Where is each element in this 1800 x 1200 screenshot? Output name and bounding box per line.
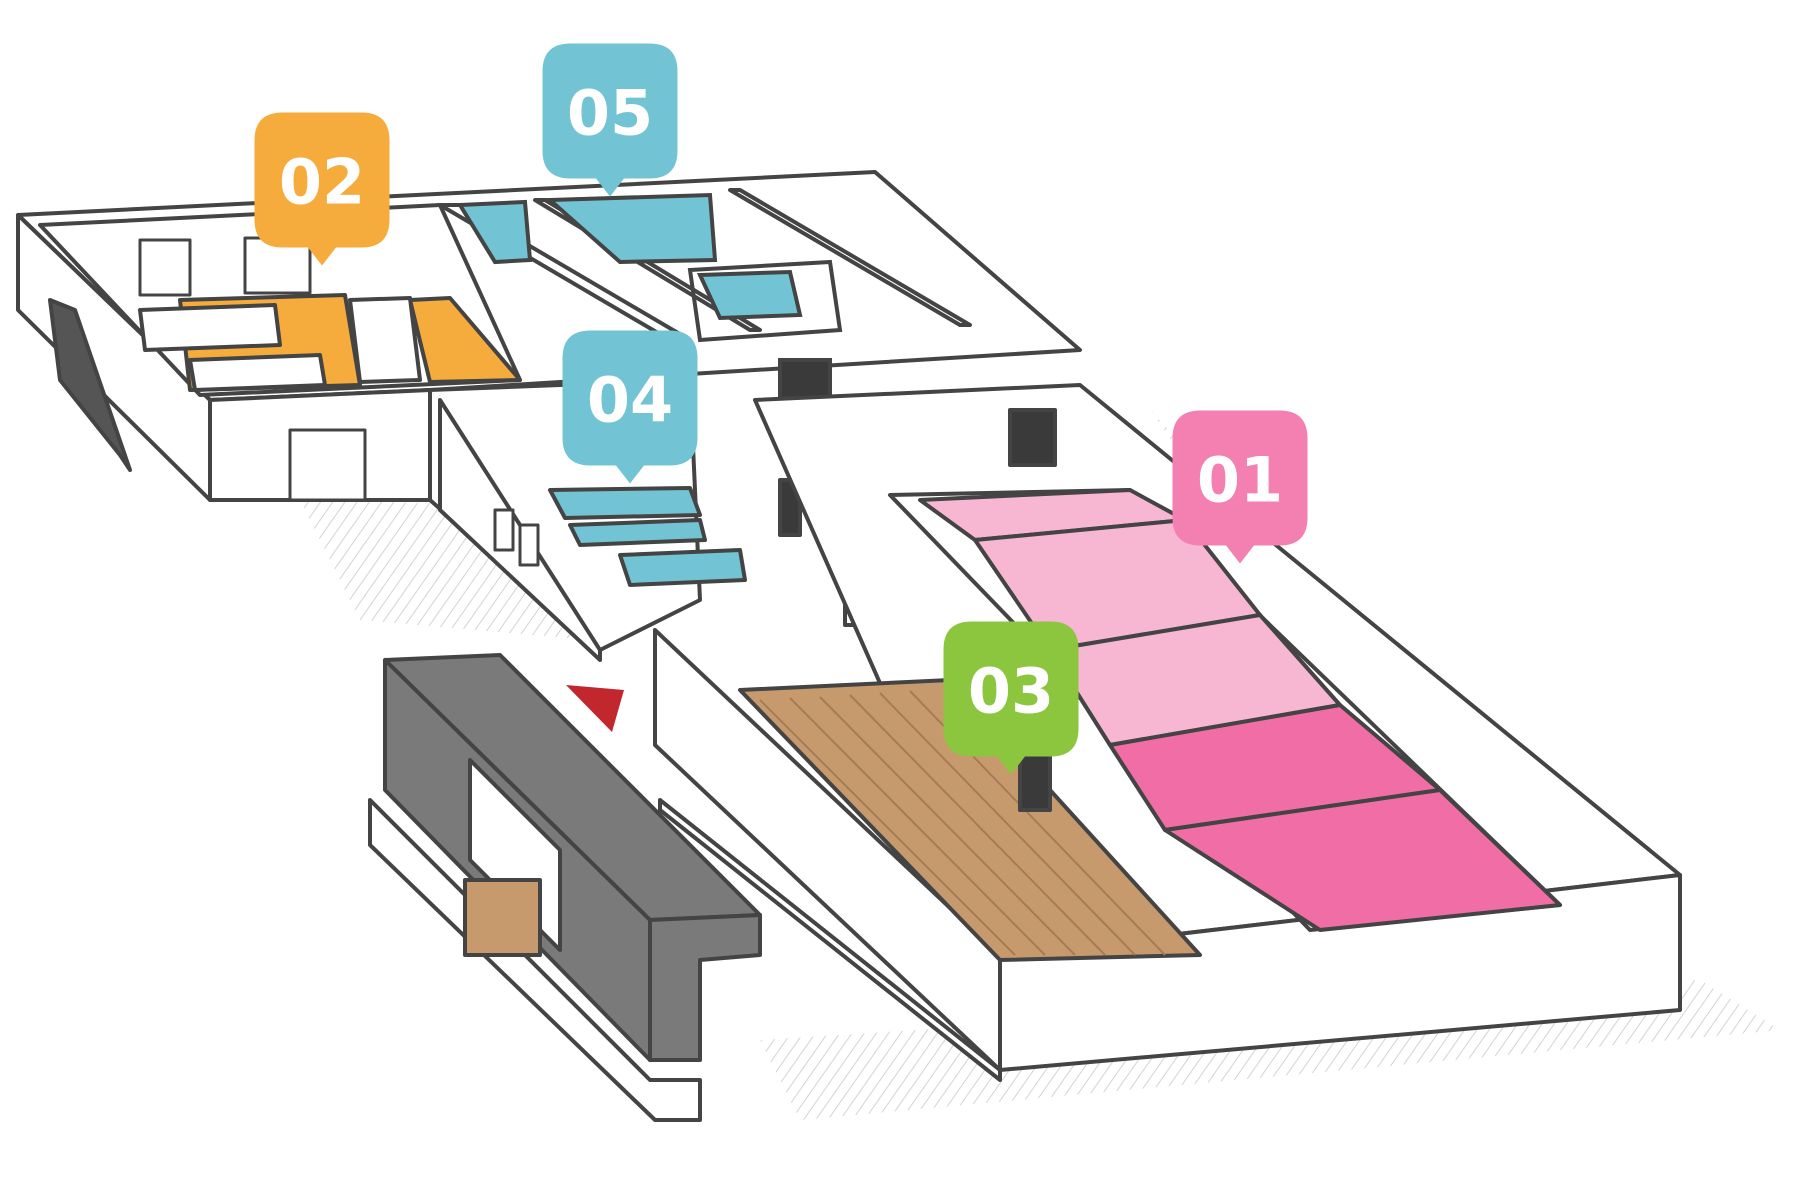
area-02-label: 02	[279, 146, 365, 219]
area-02-marker[interactable]: 02	[254, 112, 390, 266]
entrance-arrow-icon	[566, 685, 624, 732]
area-04-label: 04	[587, 364, 673, 437]
map-pin-icon	[542, 43, 678, 197]
lower-block	[368, 653, 1002, 1122]
area-03-label: 03	[968, 655, 1054, 728]
area-03-floor	[738, 678, 1202, 962]
area-05-marker[interactable]: 05	[542, 43, 678, 197]
map-pin-icon	[1172, 410, 1308, 564]
area-03-marker[interactable]: 03	[943, 621, 1079, 775]
map-pin-icon	[562, 330, 698, 484]
area-05-label: 05	[567, 77, 653, 150]
area-04-marker[interactable]: 04	[562, 330, 698, 484]
area-01-label: 01	[1197, 444, 1283, 517]
map-pin-icon	[943, 621, 1079, 775]
upper-building	[16, 170, 1082, 502]
map-pin-icon	[254, 112, 390, 266]
area-01-marker[interactable]: 01	[1172, 410, 1308, 564]
